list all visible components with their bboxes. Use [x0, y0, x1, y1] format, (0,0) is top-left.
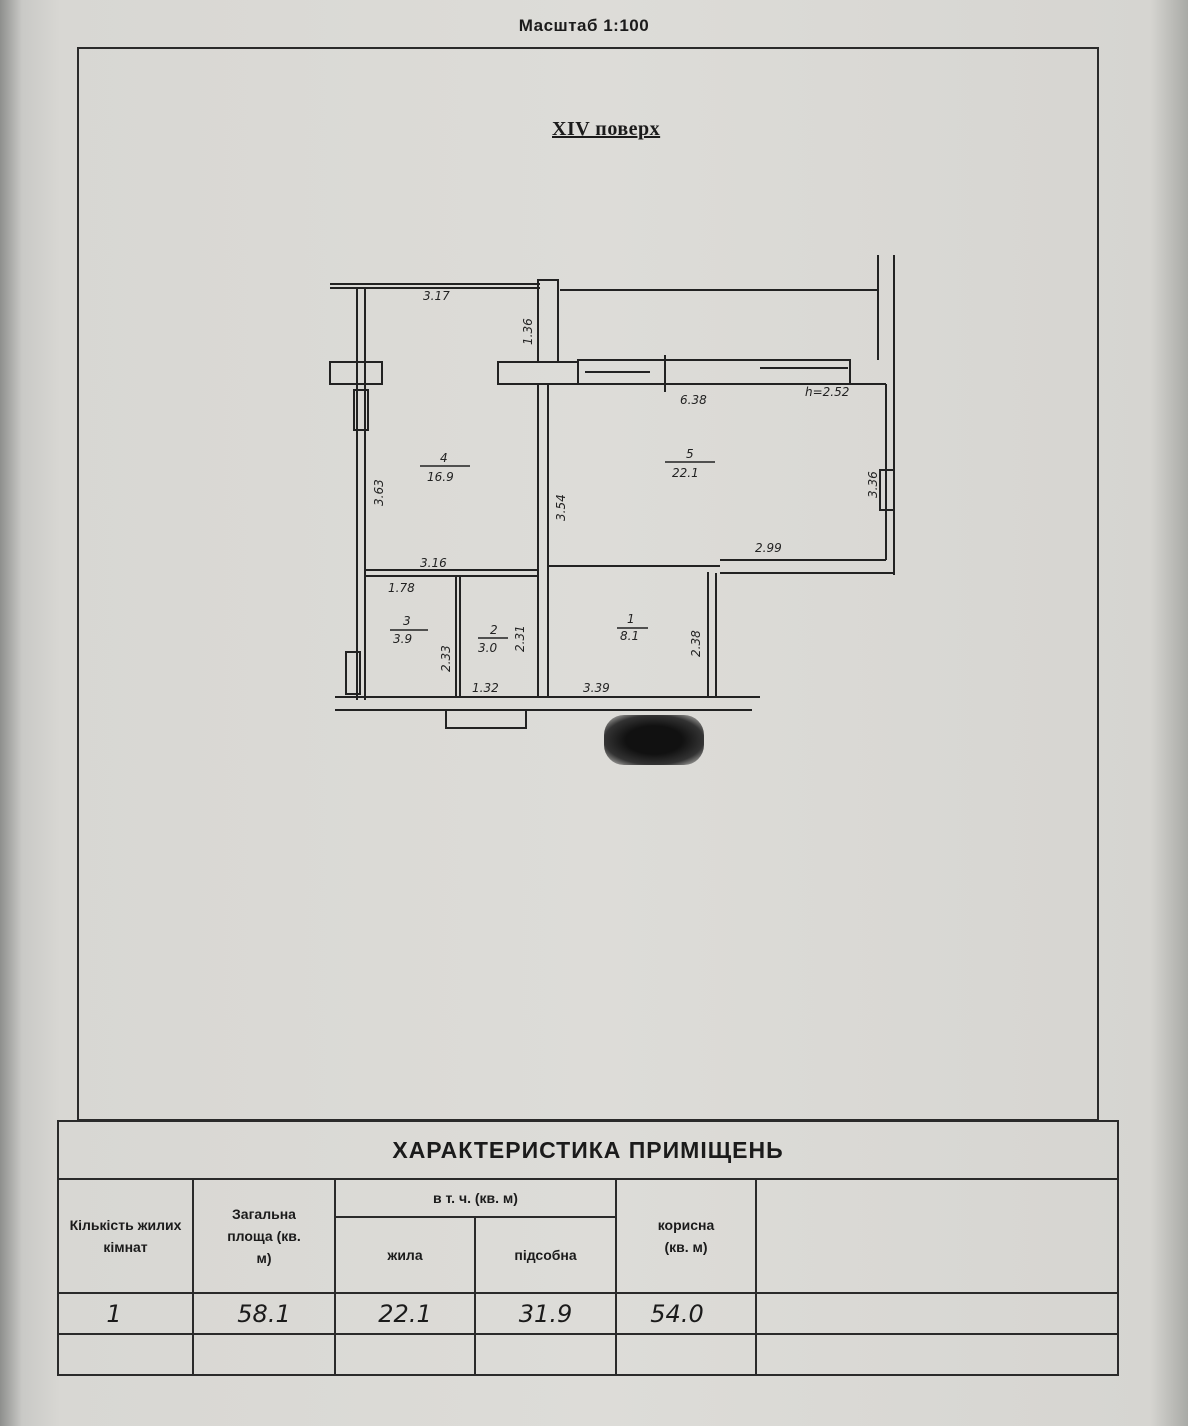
- value-auxiliary: 31.9: [518, 1299, 573, 1328]
- room-3-area: 3.9: [393, 632, 412, 646]
- header-living: жила: [387, 1247, 423, 1263]
- dim-3-16: 3.16: [420, 556, 447, 570]
- dim-3-17: 3.17: [423, 289, 450, 303]
- dim-1-32: 1.32: [472, 681, 499, 695]
- header-auxiliary: підсобна: [514, 1247, 577, 1263]
- dim-2-99: 2.99: [755, 541, 782, 555]
- ceiling-height: h=2.52: [805, 385, 849, 399]
- room-4-number: 4: [440, 451, 448, 465]
- dim-2-38: 2.38: [689, 630, 703, 657]
- dim-1-78: 1.78: [388, 581, 415, 595]
- dim-3-39: 3.39: [583, 681, 610, 695]
- header-total-area: Загальна площа (кв. м): [227, 1206, 301, 1266]
- dim-2-33: 2.33: [439, 645, 453, 672]
- room-characteristics-table: ХАРАКТЕРИСТИКА ПРИМІЩЕНЬ Кількість жилих…: [57, 1120, 1119, 1376]
- scale-text: Масштаб 1:100: [518, 16, 650, 35]
- room-1-area: 8.1: [620, 629, 639, 643]
- room-1-number: 1: [627, 612, 635, 626]
- value-rooms: 1: [106, 1299, 122, 1328]
- header-useful: корисна (кв. м): [657, 1217, 715, 1255]
- floor-title: XIV поверх: [552, 118, 661, 140]
- scale-label: Масштаб 1:100: [0, 16, 1188, 36]
- value-total-area: 58.1: [237, 1299, 291, 1328]
- redacted-mark: [604, 715, 704, 765]
- value-useful: 54.0: [650, 1299, 704, 1328]
- room-5-area: 22.1: [672, 466, 699, 480]
- value-living: 22.1: [378, 1299, 432, 1328]
- dim-1-36: 1.36: [521, 318, 535, 345]
- dim-2-31: 2.31: [513, 625, 527, 652]
- dim-3-36: 3.36: [866, 471, 880, 498]
- dim-3-63: 3.63: [372, 479, 386, 506]
- header-including: в т. ч. (кв. м): [433, 1190, 518, 1206]
- room-4-area: 16.9: [427, 470, 454, 484]
- room-dividers: [390, 461, 715, 639]
- walls: [329, 255, 895, 729]
- dim-3-54: 3.54: [554, 494, 568, 521]
- room-2-number: 2: [490, 623, 498, 637]
- room-3-number: 3: [403, 614, 411, 628]
- room-5-number: 5: [686, 447, 694, 461]
- header-rooms: Кількість жилих кімнат: [69, 1217, 182, 1255]
- dim-6-38: 6.38: [680, 393, 707, 407]
- room-2-area: 3.0: [478, 641, 497, 655]
- table-title: ХАРАКТЕРИСТИКА ПРИМІЩЕНЬ: [59, 1122, 1117, 1180]
